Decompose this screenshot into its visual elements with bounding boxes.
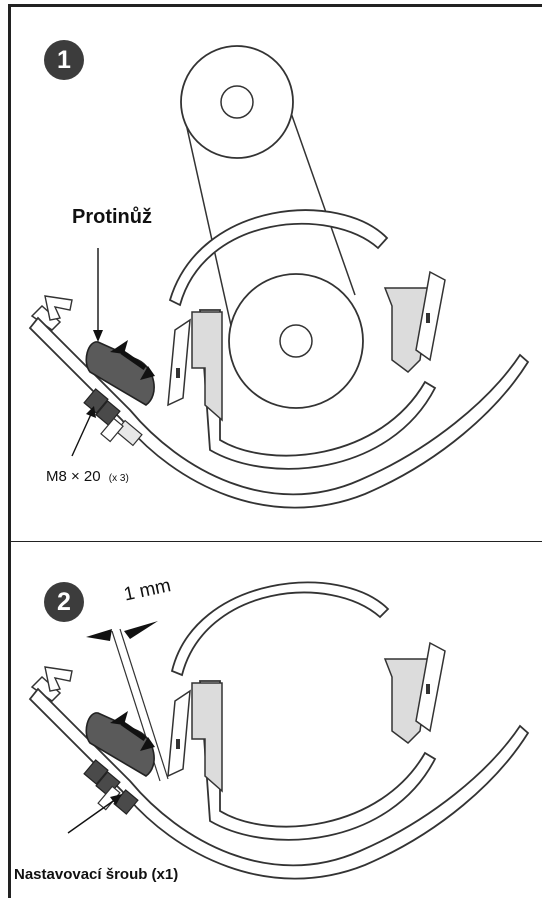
rotor-blade-right-2: [415, 641, 446, 733]
blade-screw-right: [426, 313, 430, 323]
rotor-bottom-shell-2: [199, 680, 437, 841]
counter-knife-2: [85, 712, 155, 777]
housing-hook-2: [44, 666, 73, 692]
step-2-badge: 2: [44, 582, 84, 622]
bolt-1-2: [83, 759, 109, 785]
top-pulley-hub: [220, 85, 254, 119]
gap-arrow-left: [86, 629, 112, 641]
step-1-illustration: [28, 45, 530, 509]
arrow-down-right: [140, 366, 155, 380]
leader-bolts: [71, 411, 93, 457]
counter-knife: [85, 341, 155, 406]
arrow-shaft: [120, 349, 147, 371]
adjusting-screw-label: Nastavovací šroub (x1): [14, 866, 179, 883]
leader-arrowhead-adjust: [110, 794, 122, 805]
bottom-pulley-hub: [279, 324, 313, 358]
rotor-blade-left: [167, 318, 191, 407]
rotor-top-shell: [168, 209, 389, 307]
rotor-blade-left-2: [167, 689, 191, 778]
bolt-1: [83, 388, 109, 414]
rotor-top-shell-2: [170, 581, 390, 677]
belt-left: [182, 109, 233, 331]
leader-adjust-screw: [67, 798, 117, 834]
step-2-illustration: [28, 581, 530, 880]
step-1-badge: 1: [44, 40, 84, 80]
arrow-down-right-2: [140, 737, 155, 751]
bolt-size: M8 × 20: [46, 468, 101, 485]
housing-hook: [44, 295, 73, 321]
rotor-knife-holder-left-2: [191, 682, 223, 793]
rotor-blade-right: [415, 270, 446, 362]
arrow-shaft-2: [120, 720, 147, 742]
screen-curve-2: [28, 687, 530, 880]
rotor-bottom-shell: [199, 309, 437, 470]
belt-right: [289, 109, 356, 296]
leader-arrowhead-top: [93, 330, 103, 342]
gap-arrow-right: [124, 621, 158, 639]
blade-screw-right-2: [426, 684, 430, 694]
leader-arrowhead-bolts: [86, 406, 96, 418]
bolt-quantity: (x 3): [108, 473, 129, 484]
blade-screw-left: [176, 368, 180, 378]
blade-screw-left-2: [176, 739, 180, 749]
screen-curve: [28, 316, 530, 509]
rotor-knife-holder-left: [191, 311, 223, 422]
washer: [100, 417, 124, 443]
gap-line-right: [119, 628, 169, 780]
counter-knife-label: Protinůž: [72, 206, 152, 228]
bolt-spec-label: M8 × 20 (x 3): [46, 468, 129, 485]
